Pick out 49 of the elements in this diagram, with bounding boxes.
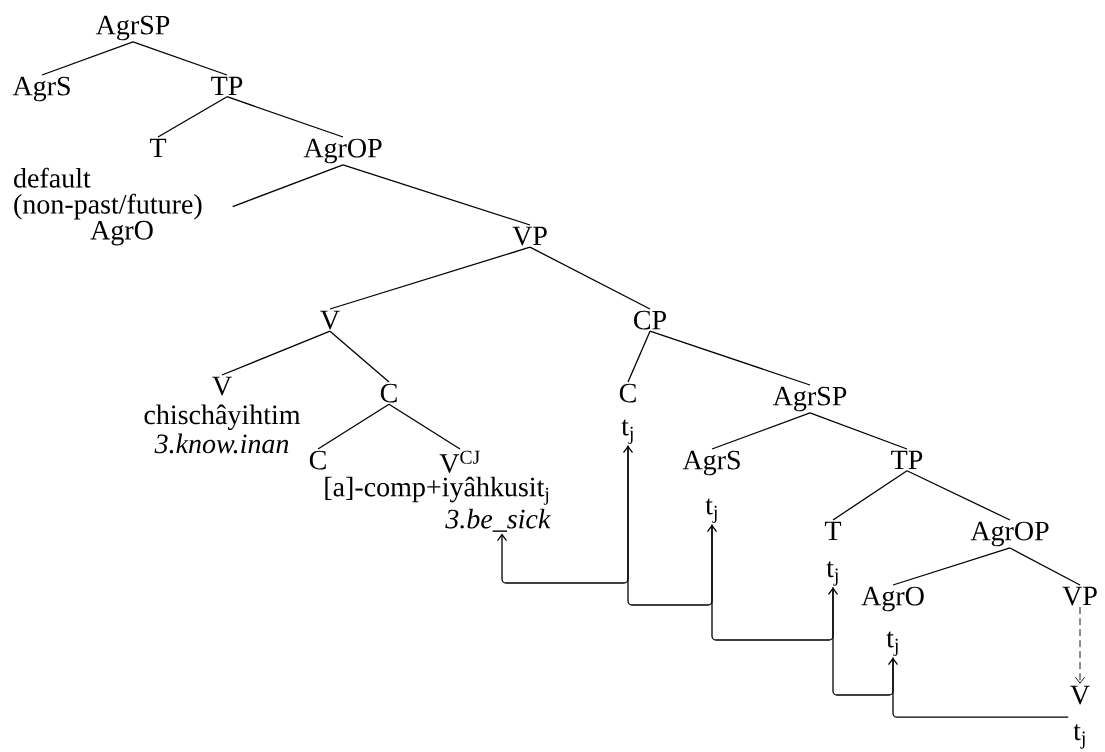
- branch-line: [711, 412, 811, 450]
- node-label: AgrOP: [970, 521, 1049, 547]
- node-label: C: [309, 450, 326, 470]
- node-label: T: [149, 138, 167, 158]
- branch-line: [329, 246, 531, 310]
- node-label: TP: [211, 76, 243, 96]
- branch-line: [317, 403, 390, 450]
- branch-line: [627, 330, 651, 383]
- node-label: AgrS: [12, 76, 70, 102]
- node-label: AgrO t$_{j}$: [861, 586, 924, 656]
- node-label: V chischâyihtim 3.know.inan: [144, 376, 301, 454]
- branch-line: [906, 470, 1011, 521]
- node-label: V: [320, 310, 340, 330]
- branch-line: [1009, 547, 1081, 586]
- branch-line: [329, 330, 390, 383]
- node-label: C: [380, 383, 397, 403]
- branch-line: [529, 246, 651, 310]
- node-label: V t$_{j}$: [1070, 685, 1090, 749]
- node-label: CP: [634, 310, 666, 330]
- branch-line: [132, 41, 228, 76]
- branch-line: [388, 403, 461, 450]
- node-label: C t$_{j}$: [619, 383, 636, 444]
- node-label: AgrOP: [303, 138, 382, 164]
- branch-line: [157, 96, 228, 138]
- movement-arrow: [622, 445, 713, 606]
- movement-arrow: [496, 444, 629, 584]
- node-label: VP: [512, 226, 547, 246]
- node-label: [a]-comp+iyâhkusit$_{j}$ 3.be_sick: [325, 476, 551, 532]
- branch-line: [649, 330, 811, 386]
- node-label: AgrS t$_{j}$: [682, 450, 740, 523]
- node-label: VP: [1062, 586, 1097, 606]
- node-label: TP: [891, 450, 923, 470]
- node-label: AgrSP: [95, 15, 170, 41]
- branch-line: [232, 164, 344, 208]
- branch-line: [41, 41, 134, 76]
- movement-arrow: [706, 524, 834, 641]
- branch-line: [221, 330, 331, 376]
- branch-line: [226, 96, 344, 138]
- branch-line: [809, 412, 908, 450]
- branch-line: [832, 470, 908, 521]
- node-label: T t$_{j}$: [824, 521, 842, 586]
- branch-line: [892, 547, 1011, 586]
- node-label: AgrSP: [772, 386, 847, 412]
- node-label: V$^{CJ}$: [439, 450, 480, 474]
- dashed-arrow: [1075, 606, 1085, 684]
- movement-arrow: [887, 657, 1069, 718]
- movement-arrow: [827, 587, 894, 696]
- node-label: default (non-past/future) AgrO: [14, 167, 202, 246]
- branch-line: [342, 164, 531, 226]
